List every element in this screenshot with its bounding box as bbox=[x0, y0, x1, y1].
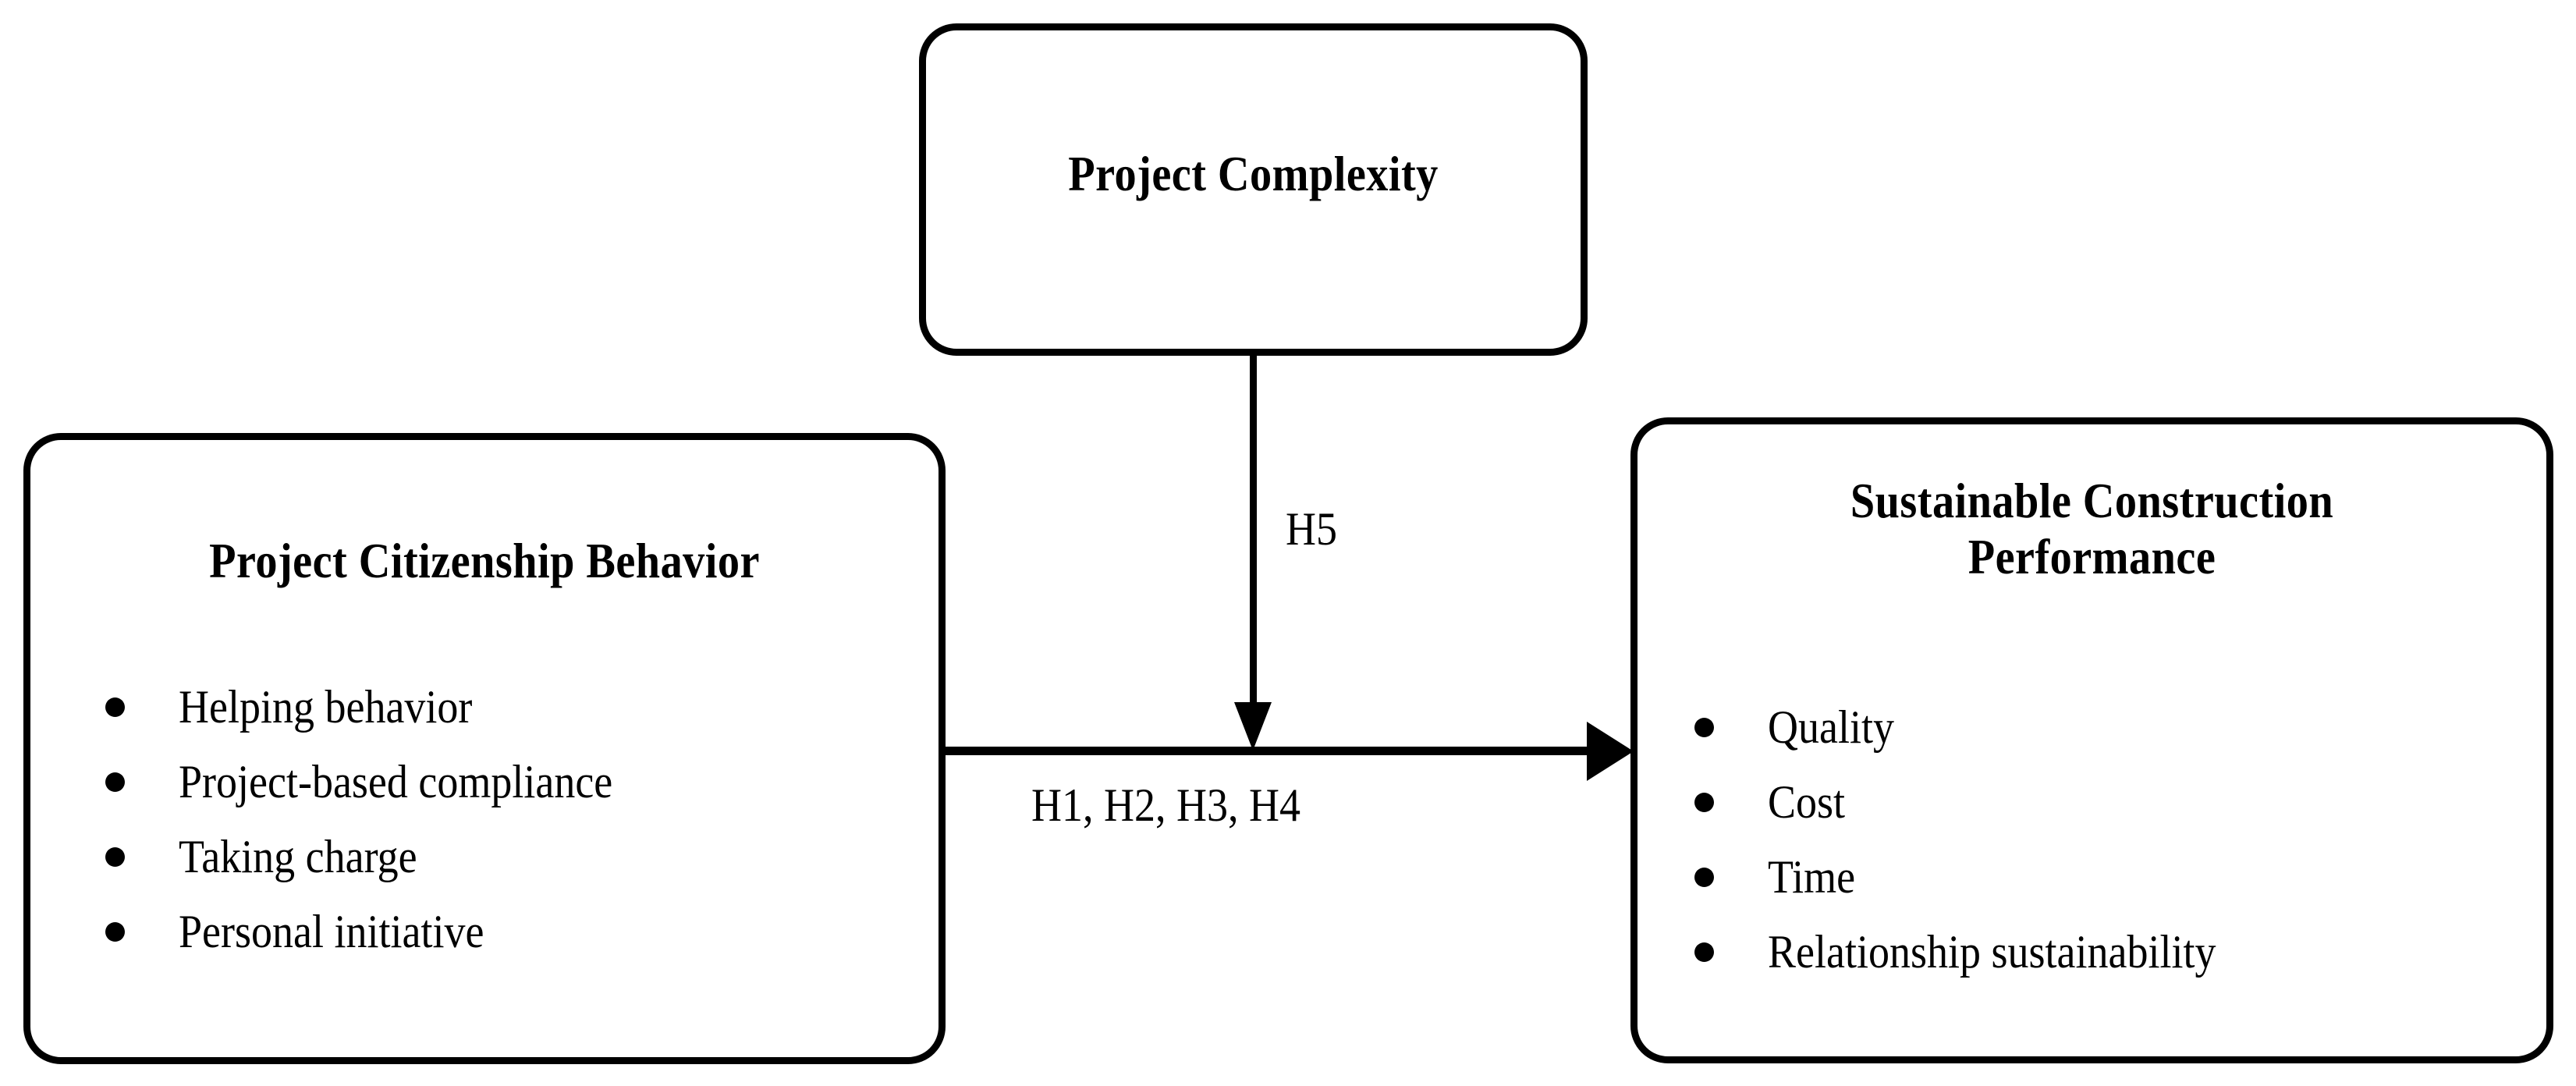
bullet-dot-icon bbox=[1694, 942, 1714, 962]
bullet-dot-icon bbox=[105, 922, 125, 942]
list-item: Time bbox=[1680, 839, 2531, 914]
node-pcb-bullet-list: Helping behavior Project-based complianc… bbox=[91, 669, 895, 969]
bullet-dot-icon bbox=[1694, 718, 1714, 737]
list-item-label: Time bbox=[1768, 851, 1856, 903]
list-item-label: Helping behavior bbox=[179, 681, 473, 733]
node-sustainable-construction-performance-title: Sustainable Construction Performance bbox=[1850, 473, 2334, 584]
bullet-dot-icon bbox=[105, 847, 125, 867]
bullet-dot-icon bbox=[105, 772, 125, 792]
moderation-arrow-head-icon bbox=[1234, 702, 1272, 751]
node-project-complexity: Project Complexity bbox=[919, 23, 1588, 356]
node-project-citizenship-behavior-title: Project Citizenship Behavior bbox=[209, 533, 760, 588]
list-item: Cost bbox=[1680, 765, 2531, 839]
list-item-label: Quality bbox=[1768, 701, 1894, 753]
bullet-dot-icon bbox=[1694, 793, 1714, 812]
node-project-citizenship-behavior: Project Citizenship Behavior Helping beh… bbox=[23, 433, 946, 1064]
main-path-arrow-shaft bbox=[943, 747, 1591, 755]
main-path-hypotheses-label: H1, H2, H3, H4 bbox=[1031, 779, 1300, 831]
list-item-label: Taking charge bbox=[179, 831, 417, 882]
bullet-dot-icon bbox=[105, 697, 125, 717]
moderation-hypothesis-label: H5 bbox=[1286, 503, 1338, 555]
node-scp-bullet-list: Quality Cost Time Relationship sustainab… bbox=[1680, 690, 2531, 989]
list-item: Relationship sustainability bbox=[1680, 914, 2531, 989]
node-project-complexity-title: Project Complexity bbox=[1068, 146, 1439, 201]
bullet-dot-icon bbox=[1694, 868, 1714, 887]
list-item-label: Project-based compliance bbox=[179, 756, 613, 807]
list-item: Quality bbox=[1680, 690, 2531, 765]
list-item: Taking charge bbox=[91, 819, 895, 894]
list-item-label: Relationship sustainability bbox=[1768, 926, 2216, 978]
list-item: Personal initiative bbox=[91, 894, 895, 969]
main-path-arrow-head-icon bbox=[1587, 722, 1634, 781]
list-item-label: Cost bbox=[1768, 776, 1846, 828]
moderation-arrow-shaft bbox=[1250, 356, 1257, 708]
list-item-label: Personal initiative bbox=[179, 906, 484, 957]
list-item: Helping behavior bbox=[91, 669, 895, 744]
node-sustainable-construction-performance: Sustainable Construction Performance Qua… bbox=[1630, 417, 2553, 1063]
list-item: Project-based compliance bbox=[91, 744, 895, 819]
